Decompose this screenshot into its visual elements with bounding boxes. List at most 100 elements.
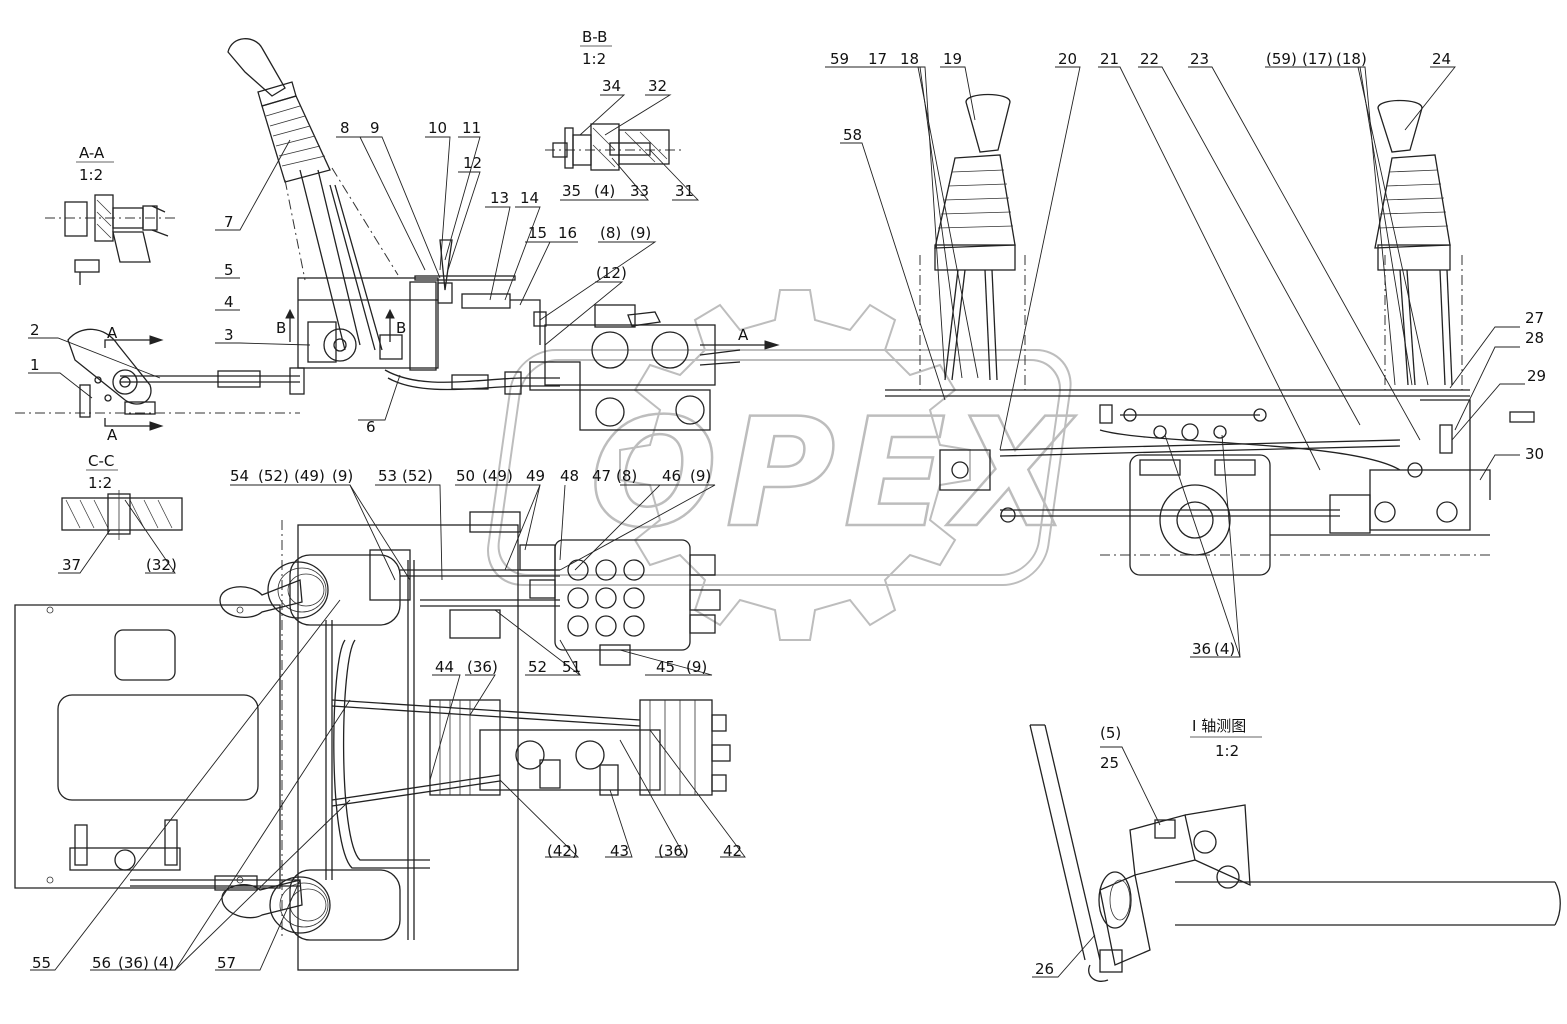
view-iso-title: I 轴测图 [1192, 717, 1246, 735]
callout-52: 52 [528, 658, 547, 676]
callout-4: 4 [224, 293, 234, 311]
view-cc-scale: 1:2 [88, 474, 112, 492]
callout-9-ref-b: (9) [332, 467, 353, 485]
upper-control-valve: A [529, 304, 780, 431]
callout-10: 10 [428, 119, 447, 137]
view-aa-scale: 1:2 [79, 166, 103, 184]
callout-42: 42 [723, 842, 742, 860]
right-top-view [885, 93, 1535, 576]
callout-50: 50 [456, 467, 475, 485]
callout-27: 27 [1525, 309, 1544, 327]
section-mark-a-valve: A [738, 326, 749, 344]
callout-32-ref: (32) [146, 556, 177, 574]
callout-21: 21 [1100, 50, 1119, 68]
callout-48: 48 [560, 467, 579, 485]
callout-58: 58 [843, 126, 862, 144]
isometric-view: I 轴测图 1:2 [1029, 717, 1561, 982]
callout-18: 18 [900, 50, 919, 68]
bellows-19 [934, 154, 1016, 249]
callout-28: 28 [1525, 329, 1544, 347]
section-view-aa: A-A 1:2 [45, 144, 175, 285]
callout-36-ref-c: (36) [118, 954, 149, 972]
callout-36-ref: (36) [467, 658, 498, 676]
section-view-bb: B-B 1:2 [545, 28, 685, 171]
view-bb-scale: 1:2 [582, 50, 606, 68]
callout-14: 14 [520, 189, 539, 207]
callout-18-ref: (18) [1336, 50, 1367, 68]
callout-36: 36 [1192, 640, 1211, 658]
section-mark-b-left: B [276, 319, 286, 337]
callout-8-ref-b: (8) [616, 467, 637, 485]
callout-3: 3 [224, 326, 234, 344]
callout-56: 56 [92, 954, 111, 972]
callout-4-ref: (4) [594, 182, 615, 200]
callout-54: 54 [230, 467, 249, 485]
view-aa-title: A-A [79, 144, 105, 162]
callout-42-ref: (42) [547, 842, 578, 860]
callout-9: 9 [370, 119, 380, 137]
callout-59-ref: (59) [1266, 50, 1297, 68]
callout-16: 16 [558, 224, 577, 242]
bellows-upper-left [267, 561, 329, 619]
view-iso-scale: 1:2 [1215, 742, 1239, 760]
callout-43: 43 [610, 842, 629, 860]
callout-9-ref-c: (9) [690, 467, 711, 485]
section-mark-b-right: B [396, 319, 406, 337]
callout-12-ref: (12) [596, 264, 627, 282]
callout-32: 32 [648, 77, 667, 95]
view-cc-title: C-C [88, 452, 114, 470]
callout-35: 35 [562, 182, 581, 200]
callout-52-ref: (52) [258, 467, 289, 485]
callout-19: 19 [943, 50, 962, 68]
callout-55: 55 [32, 954, 51, 972]
callout-49: 49 [526, 467, 545, 485]
callout-31: 31 [675, 182, 694, 200]
callout-12: 12 [463, 154, 482, 172]
callout-5-ref: (5) [1100, 724, 1121, 742]
callout-57: 57 [217, 954, 236, 972]
callout-17-ref: (17) [1302, 50, 1333, 68]
callout-44: 44 [435, 658, 454, 676]
callout-20: 20 [1058, 50, 1077, 68]
callout-7: 7 [224, 213, 234, 231]
callout-59: 59 [830, 50, 849, 68]
callout-51: 51 [562, 658, 581, 676]
callout-2: 2 [30, 321, 40, 339]
left-lever-assembly: A A B B [15, 38, 560, 444]
callout-24: 24 [1432, 50, 1451, 68]
callout-22: 22 [1140, 50, 1159, 68]
callout-34: 34 [602, 77, 621, 95]
callout-11: 11 [462, 119, 481, 137]
view-bb-title: B-B [582, 28, 607, 46]
callout-37: 37 [62, 556, 81, 574]
bellows-boot [261, 95, 331, 183]
callout-8-ref: (8) [600, 224, 621, 242]
bellows-24 [1374, 154, 1451, 249]
callout-9-ref: (9) [630, 224, 651, 242]
callout-36-ref-b: (36) [658, 842, 689, 860]
watermark-frame-inner [497, 359, 1061, 576]
callout-labels: 1 2 3 4 5 6 7 8 9 10 11 12 13 14 15 16 (… [30, 50, 1546, 978]
callout-25: 25 [1100, 754, 1119, 772]
section-view-cc: C-C 1:2 [61, 452, 183, 540]
callout-53: 53 [378, 467, 397, 485]
callout-8: 8 [340, 119, 350, 137]
callout-4-ref-b: (4) [153, 954, 174, 972]
callout-15: 15 [528, 224, 547, 242]
callout-13: 13 [490, 189, 509, 207]
callout-1: 1 [30, 356, 40, 374]
callout-49-ref: (49) [294, 467, 325, 485]
callout-30: 30 [1525, 445, 1544, 463]
callout-23: 23 [1190, 50, 1209, 68]
callout-4-ref-c: (4) [1214, 640, 1235, 658]
section-mark-a-bottom: A [107, 426, 118, 444]
callout-6: 6 [366, 418, 376, 436]
top-view-lower-left [14, 511, 731, 971]
watermark-frame-outer [487, 349, 1072, 586]
callout-17: 17 [868, 50, 887, 68]
section-mark-a-top: A [107, 324, 118, 342]
leader-lines [28, 66, 1525, 978]
callout-45: 45 [656, 658, 675, 676]
callout-52-ref-b: (52) [402, 467, 433, 485]
